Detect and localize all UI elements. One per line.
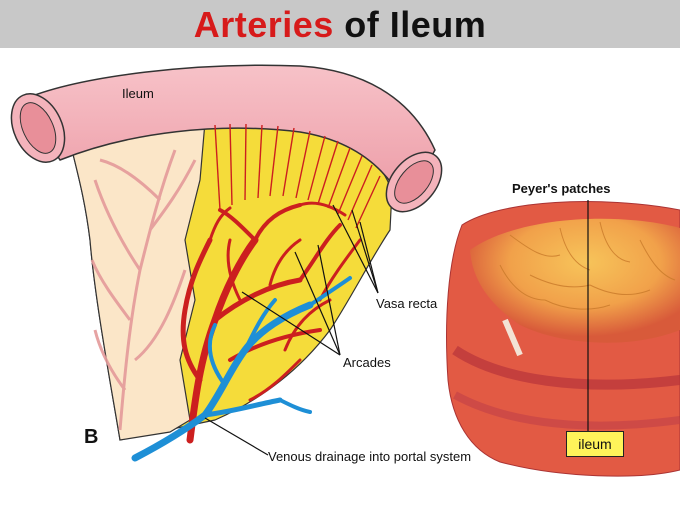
title-bar — [0, 0, 680, 48]
ileum-lumen-right — [394, 160, 434, 204]
venous-drainage-vessels — [131, 276, 352, 462]
vasa-recta-label: Vasa recta — [376, 296, 438, 311]
ileum-loop — [20, 64, 436, 207]
ileum-box-label: ileum — [566, 431, 624, 457]
page-title: Arteries of Ileum — [0, 4, 680, 46]
flap-vessels — [90, 149, 197, 431]
leader-lines — [204, 200, 589, 456]
ileum-lumen-left — [19, 102, 57, 154]
title-accent-word: Arteries — [193, 4, 334, 45]
venous-drainage-label: Venous drainage into portal system — [268, 449, 472, 464]
ileum-anatomy-illustration — [10, 64, 680, 477]
arcades-label: Arcades — [343, 355, 391, 370]
peyers-patches-label: Peyer's patches — [512, 181, 611, 196]
arterial-arcades — [180, 201, 362, 444]
title-rest: of Ileum — [333, 4, 487, 45]
ileum-label: Ileum — [122, 86, 154, 101]
peyers-patches-panel — [446, 201, 680, 477]
panel-letter: B — [84, 426, 99, 448]
